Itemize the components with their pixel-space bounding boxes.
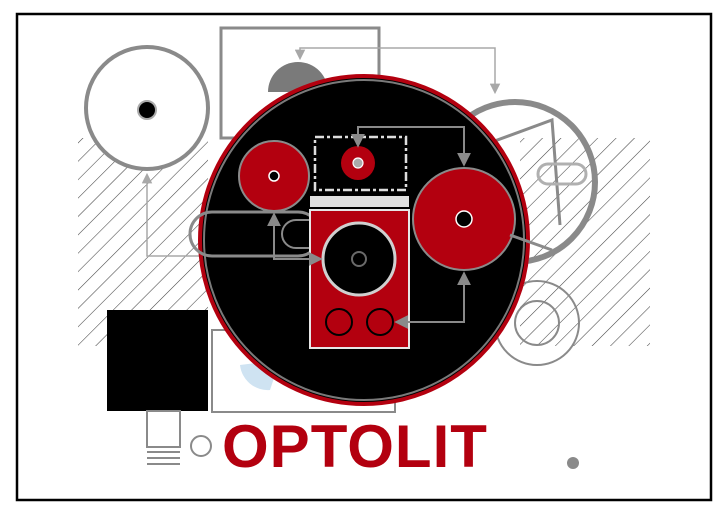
lens-ring [321,221,397,297]
red-wheel-upper-left-hub [268,170,280,182]
arrow-to-lens [267,212,323,266]
arrow-block-to-wheel [394,271,471,329]
left-connector-arrow [141,172,214,257]
brand-wordmark: OPTOLIT [222,413,488,480]
wheel-link-right [509,233,553,252]
block-button-right [366,308,394,336]
block-button-left [325,308,353,336]
block-stem [146,410,181,448]
red-wheel-right-hub [455,210,473,228]
top-connector-arrow [294,47,501,95]
right-triangle-linkage [469,117,562,226]
small-open-circle [190,435,212,457]
lens-center [351,251,367,267]
right-capsule [536,162,588,186]
lower-right-ring-inner [514,300,560,346]
light-bar [310,196,409,207]
small-red-disc-hub [352,157,364,169]
black-block [107,310,208,411]
left-ring-center-dot [137,100,157,120]
arrow-to-small-disc [351,126,471,167]
small-gray-dot [567,457,579,469]
